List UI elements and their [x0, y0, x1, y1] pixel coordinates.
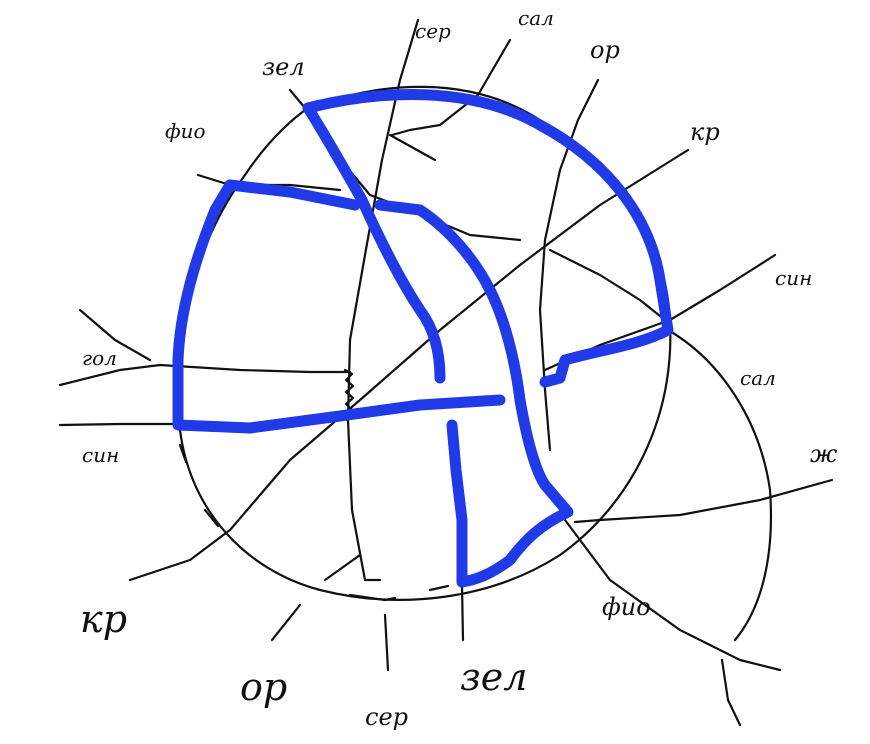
- center-station-marks: [343, 368, 355, 422]
- line-or-top: [538, 78, 600, 452]
- label-bottom-zel: зел: [460, 655, 527, 699]
- label-bottom-kr: кр: [80, 597, 127, 641]
- label-top-or: ор: [590, 36, 620, 64]
- label-left-gol: гол: [82, 346, 117, 370]
- label-top-ser: сер: [415, 19, 451, 43]
- line-sal-right: [666, 328, 773, 642]
- line-zh-right: [573, 478, 834, 524]
- label-bottom-or: ор: [240, 665, 287, 709]
- line-gol-stub: [78, 308, 152, 362]
- line-sin-left: [58, 422, 182, 427]
- label-top-zel: зел: [262, 53, 305, 81]
- label-top-sal: сал: [518, 6, 554, 30]
- route-curved-band: [374, 199, 574, 588]
- label-right-zh: ж: [810, 440, 838, 468]
- line-fio-inner: [548, 248, 667, 322]
- route-diagonal-inner: [302, 102, 446, 384]
- label-bottom-fio: фио: [602, 593, 651, 621]
- ring-tick-bottom: [348, 584, 450, 602]
- line-zel-top: [288, 88, 522, 242]
- ring-tick-left: [178, 443, 220, 528]
- line-kr-bottom: [323, 553, 362, 582]
- label-top-kr: кр: [690, 118, 720, 146]
- line-gol-left: [58, 363, 352, 387]
- route-outer-arc: [302, 89, 674, 388]
- line-fio-bottom: [563, 518, 782, 672]
- line-kr-diagonal: [128, 148, 690, 582]
- label-bottom-ser: сер: [365, 703, 408, 731]
- line-ser-top: [346, 18, 420, 582]
- line-or-bottom: [270, 603, 302, 642]
- label-right-sal: сал: [740, 366, 776, 390]
- label-top-fio: фио: [165, 119, 206, 143]
- route-left-box: [172, 179, 506, 434]
- line-sal-top: [390, 38, 512, 137]
- route-vertical: [446, 419, 468, 588]
- label-right-sin: син: [775, 266, 812, 290]
- line-sal-top-arrow: [388, 133, 437, 162]
- line-ser-bottom: [383, 613, 390, 672]
- label-left-sin: син: [82, 443, 119, 467]
- route-top-segment: [224, 179, 361, 211]
- line-zel-bottom: [460, 583, 465, 642]
- line-fio-bottom-tail: [720, 658, 742, 727]
